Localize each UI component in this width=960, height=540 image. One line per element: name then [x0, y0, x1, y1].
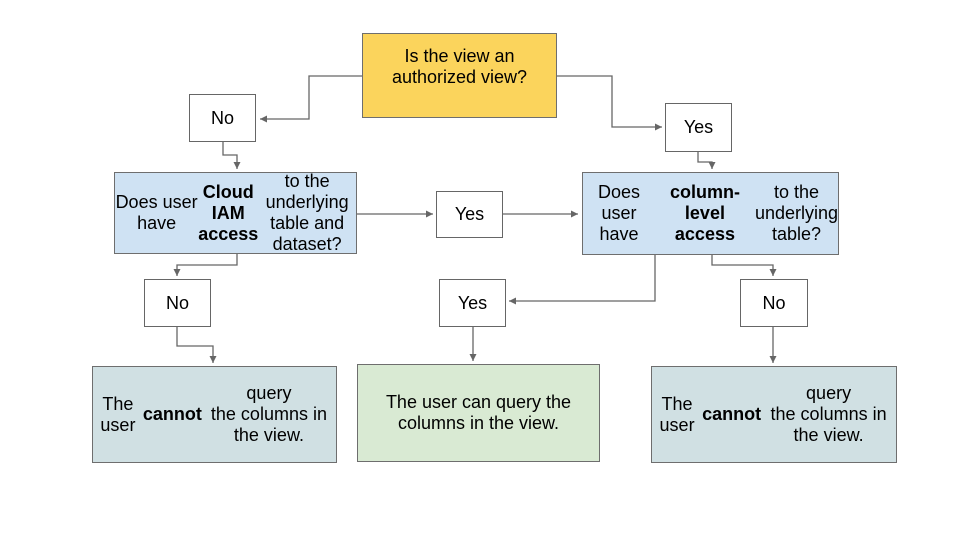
- label-yes-top: Yes: [665, 103, 732, 152]
- connector-yes-to-column-question: [697, 152, 716, 169]
- result-can-query-center: The user can query the columns in the vi…: [357, 364, 600, 462]
- label-yes-bottom-center: Yes: [439, 279, 506, 327]
- connector-column-to-no-bottom-right: [711, 255, 777, 276]
- label-no-bottom-left: No: [144, 279, 211, 327]
- result-cannot-query-left: The user cannot query the columns in the…: [92, 366, 337, 463]
- connector-no-bottom-left-to-result: [176, 327, 217, 363]
- label-no-bottom-right: No: [740, 279, 808, 327]
- connector-iam-to-no-bottom-left: [173, 254, 238, 276]
- label-yes-mid: Yes: [436, 191, 503, 238]
- connector-column-to-yes-bottom-center: [509, 255, 656, 305]
- result-cannot-query-right: The user cannot query the columns in the…: [651, 366, 897, 463]
- connector-authorized-to-yes: [557, 75, 662, 131]
- label-no-top: No: [189, 94, 256, 142]
- decision-authorized-view: Is the view an authorized view?: [362, 33, 557, 118]
- connector-authorized-to-no: [260, 75, 362, 123]
- decision-column-level-access: Does user have column-level access to th…: [582, 172, 839, 255]
- decision-cloud-iam-access: Does user have Cloud IAM access to the u…: [114, 171, 357, 254]
- connector-no-to-iam-question: [222, 142, 241, 169]
